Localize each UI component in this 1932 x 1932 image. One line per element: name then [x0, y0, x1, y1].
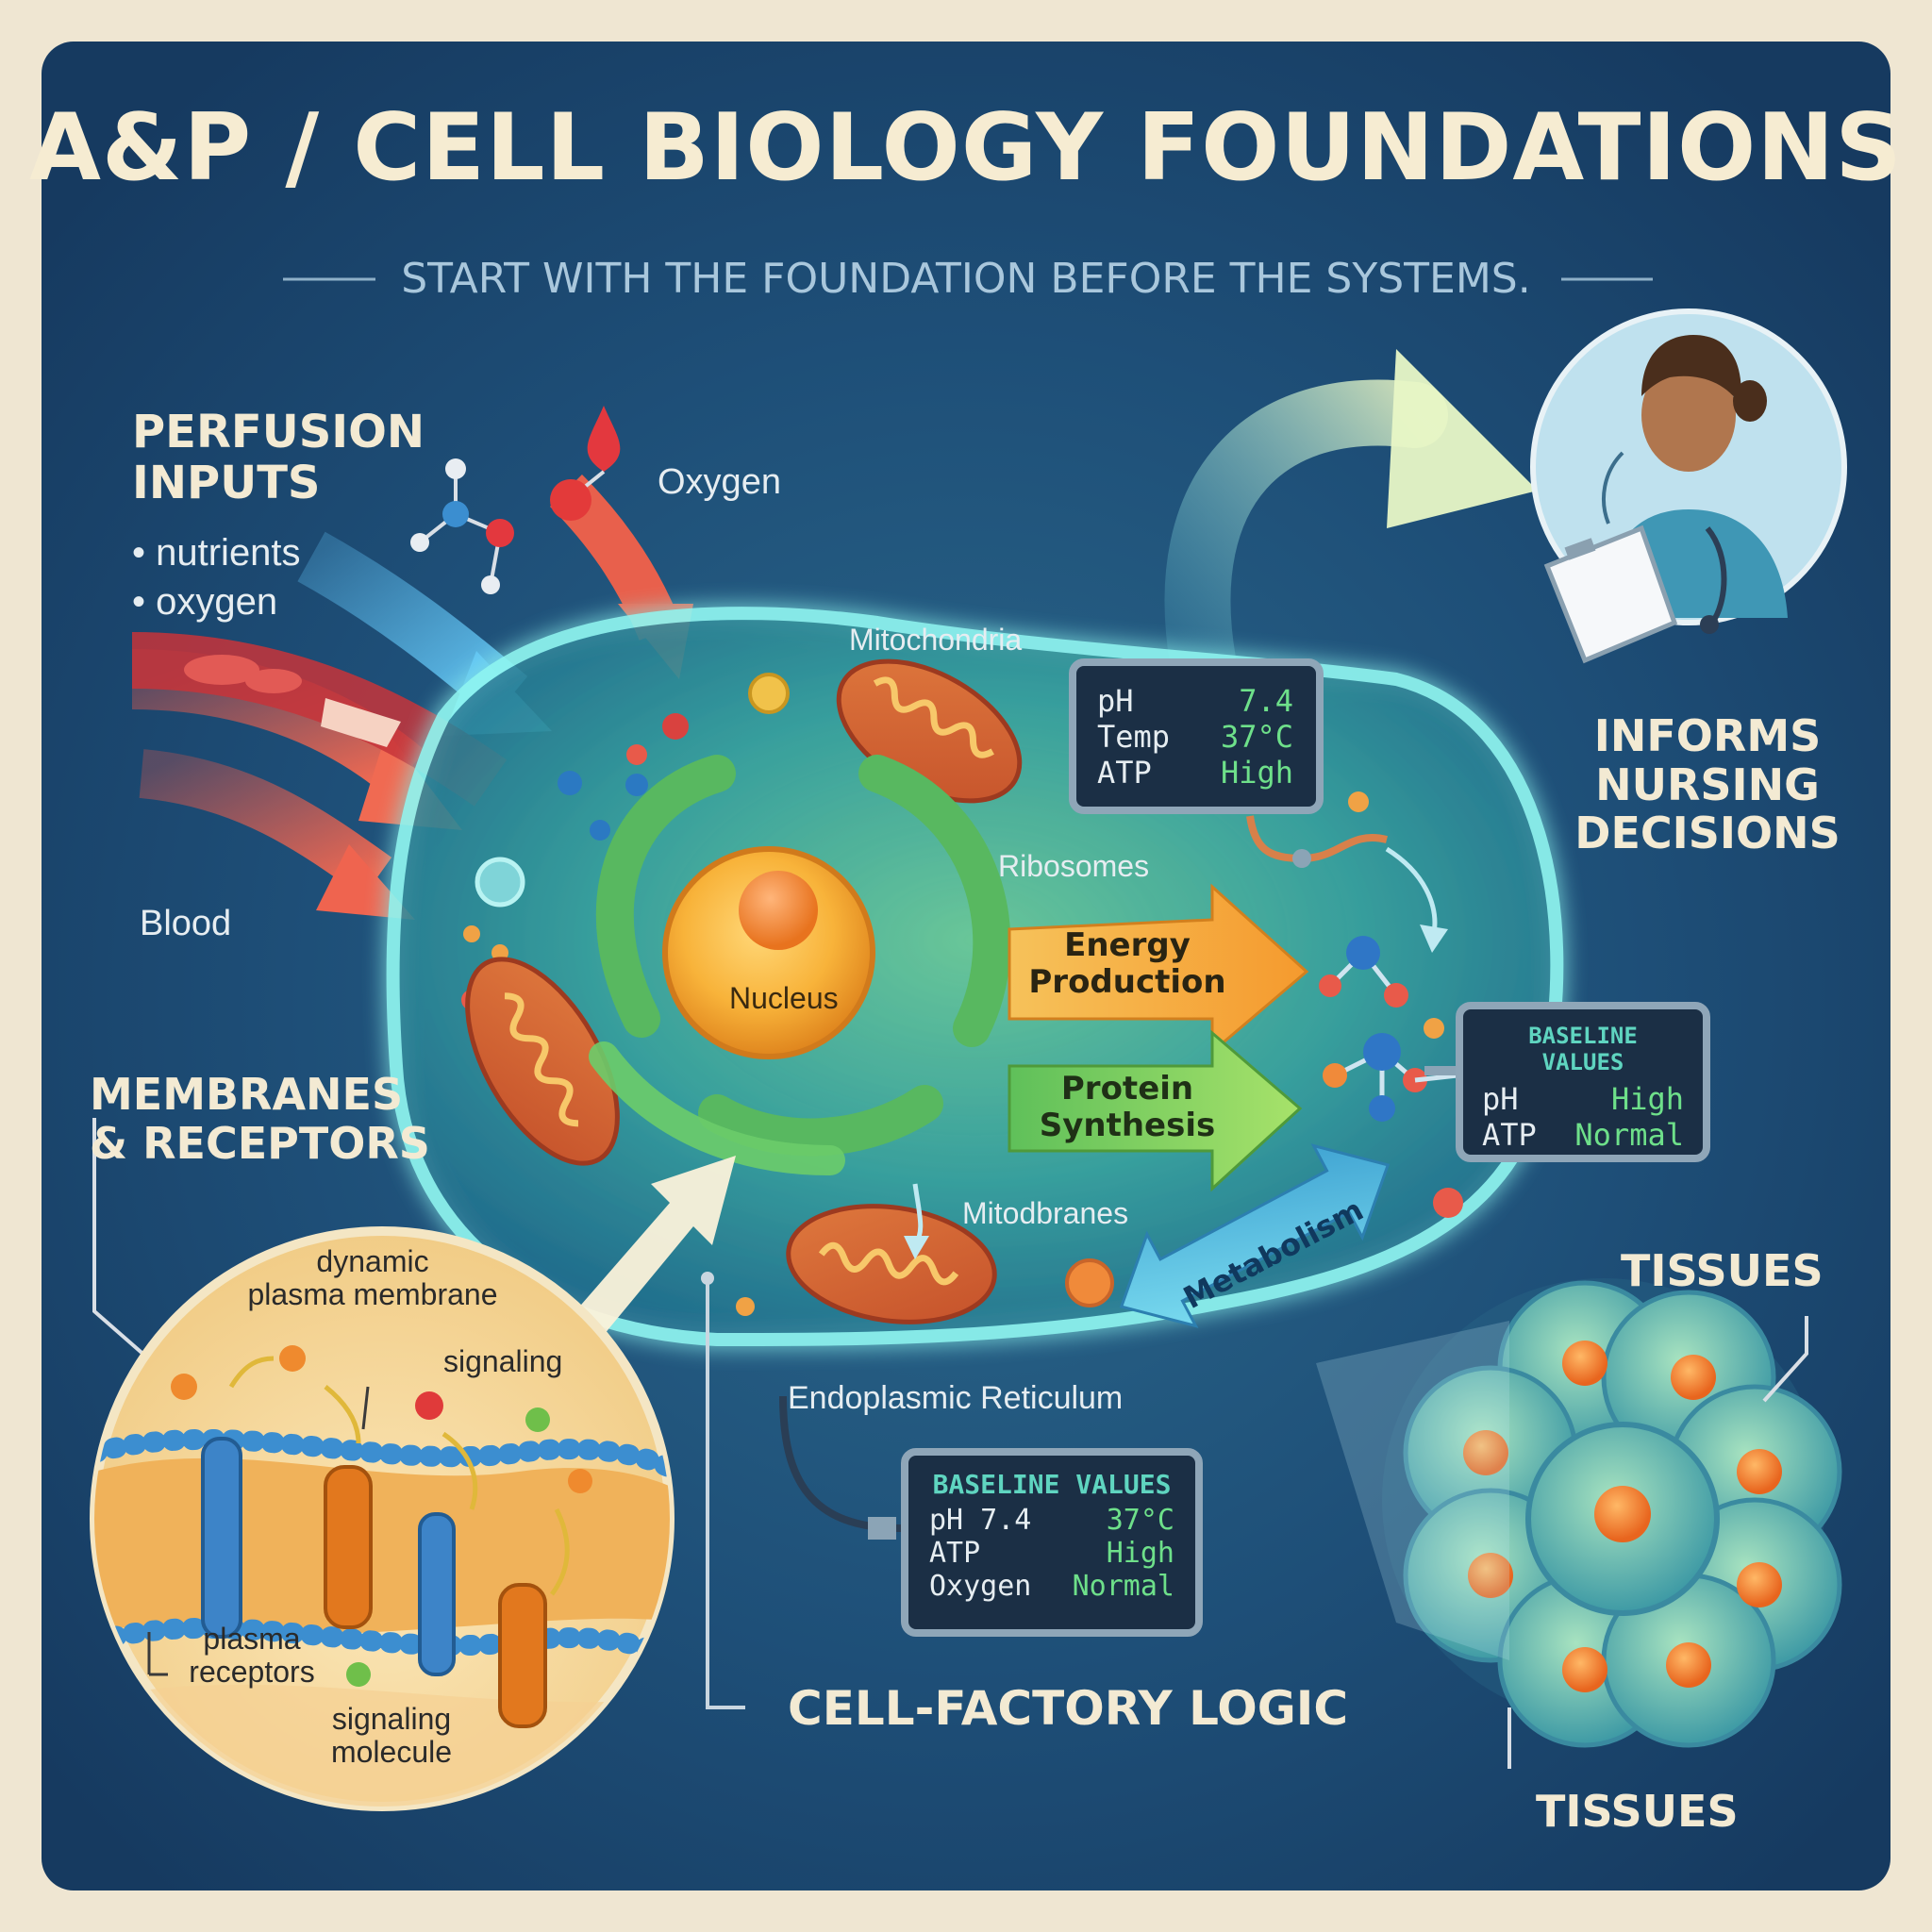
- monitor-header: BASELINE VALUES: [1528, 1023, 1638, 1075]
- signaling-molecule-label: signaling molecule: [311, 1702, 472, 1770]
- row-name: Temp: [1097, 719, 1171, 755]
- nursing-line1: INFORMS: [1593, 710, 1822, 761]
- list-item: • nutrients: [132, 532, 301, 574]
- molecule-line1: signaling: [331, 1702, 452, 1736]
- monitor-header: BASELINE VALUES: [932, 1469, 1172, 1500]
- row-value: High: [1610, 1081, 1684, 1117]
- tissues-label-top: TISSUES: [1621, 1245, 1824, 1296]
- perfusion-heading-line2: INPUTS: [132, 456, 321, 509]
- blood-label: Blood: [140, 904, 232, 943]
- energy-line1: Energy: [1064, 926, 1191, 964]
- row-name: pH: [1097, 683, 1134, 719]
- protein-line2: Synthesis: [1039, 1107, 1216, 1145]
- row-value: High: [1220, 755, 1293, 791]
- protein-synthesis-arrow-label: Protein Synthesis: [1019, 1070, 1236, 1145]
- membranes-line1: MEMBRANES: [90, 1069, 404, 1120]
- row-name: ATP: [929, 1537, 981, 1570]
- row-value: 37°C: [1220, 719, 1293, 755]
- dynamic-line1: dynamic: [316, 1244, 429, 1278]
- plasma-line1: plasma: [203, 1622, 301, 1656]
- monitor-row: pH 7.4 37°C: [929, 1504, 1174, 1537]
- bullet-oxygen: oxygen: [156, 581, 278, 623]
- row-name: Oxygen: [929, 1570, 1032, 1603]
- perfusion-heading-line1: PERFUSION: [132, 406, 425, 458]
- nucleus-label: Nucleus: [729, 981, 839, 1015]
- nursing-line3: DECISIONS: [1574, 808, 1840, 859]
- er-label: Endoplasmic Reticulum: [788, 1380, 1124, 1416]
- mitochondria-label: Mitochondria: [849, 623, 1023, 657]
- row-name: pH: [1482, 1081, 1519, 1117]
- monitor-row: Temp 37°C: [1097, 719, 1293, 755]
- nursing-decisions-heading: INFORMS NURSING DECISIONS: [1566, 710, 1849, 859]
- protein-line1: Protein: [1060, 1070, 1194, 1108]
- row-value: 7.4: [1239, 683, 1293, 719]
- energy-line2: Production: [1028, 963, 1226, 1002]
- row-value: High: [1106, 1537, 1174, 1570]
- monitor-right: BASELINE VALUES pH High ATP Normal: [1456, 1002, 1710, 1162]
- bullet-nutrients: nutrients: [156, 532, 301, 574]
- monitor-bottom: BASELINE VALUES pH 7.4 37°C ATP High Oxyge…: [901, 1448, 1203, 1637]
- membranes-line2: & RECEPTORS: [90, 1117, 430, 1169]
- signaling-label: signaling: [443, 1344, 563, 1378]
- tissues-label-bottom: TISSUES: [1536, 1786, 1739, 1837]
- list-item: • oxygen: [132, 581, 278, 623]
- perfusion-heading: PERFUSION INPUTS: [132, 406, 425, 509]
- row-value: 37°C: [1106, 1504, 1174, 1537]
- mitodbranes-label: Mitodbranes: [962, 1196, 1129, 1230]
- row-name: pH 7.4: [929, 1504, 1032, 1537]
- oxygen-label: Oxygen: [658, 462, 781, 502]
- monitor-row: ATP High: [1097, 755, 1293, 791]
- cell-factory-label: CELL-FACTORY LOGIC: [788, 1681, 1349, 1736]
- monitor-row: pH High: [1482, 1081, 1684, 1117]
- dynamic-line2: plasma membrane: [247, 1277, 498, 1312]
- row-value: Normal: [1072, 1570, 1174, 1603]
- dynamic-membrane-label: dynamic plasma membrane: [217, 1244, 528, 1312]
- monitor-row: ATP High: [929, 1537, 1174, 1570]
- monitor-row: Oxygen Normal: [929, 1570, 1174, 1603]
- row-value: Normal: [1574, 1117, 1684, 1153]
- subtitle: START WITH THE FOUNDATION BEFORE THE SYS…: [401, 255, 1531, 303]
- row-name: ATP: [1482, 1117, 1537, 1153]
- row-name: ATP: [1097, 755, 1152, 791]
- plasma-receptors-label: plasma receptors: [172, 1622, 332, 1690]
- ribosomes-label: Ribosomes: [998, 849, 1150, 883]
- membranes-heading: MEMBRANES & RECEPTORS: [90, 1069, 430, 1169]
- plasma-line2: receptors: [189, 1655, 315, 1690]
- monitor-row: pH 7.4: [1097, 683, 1293, 719]
- energy-production-arrow-label: Energy Production: [1019, 926, 1236, 1002]
- monitor-top: pH 7.4 Temp 37°C ATP High: [1069, 658, 1324, 814]
- page-title: A&P / CELL BIOLOGY FOUNDATIONS: [29, 94, 1903, 202]
- nursing-line2: NURSING: [1595, 758, 1820, 810]
- monitor-row: ATP Normal: [1482, 1117, 1684, 1153]
- perfusion-bullets: • nutrients • oxygen: [132, 528, 301, 626]
- molecule-line2: molecule: [330, 1735, 453, 1770]
